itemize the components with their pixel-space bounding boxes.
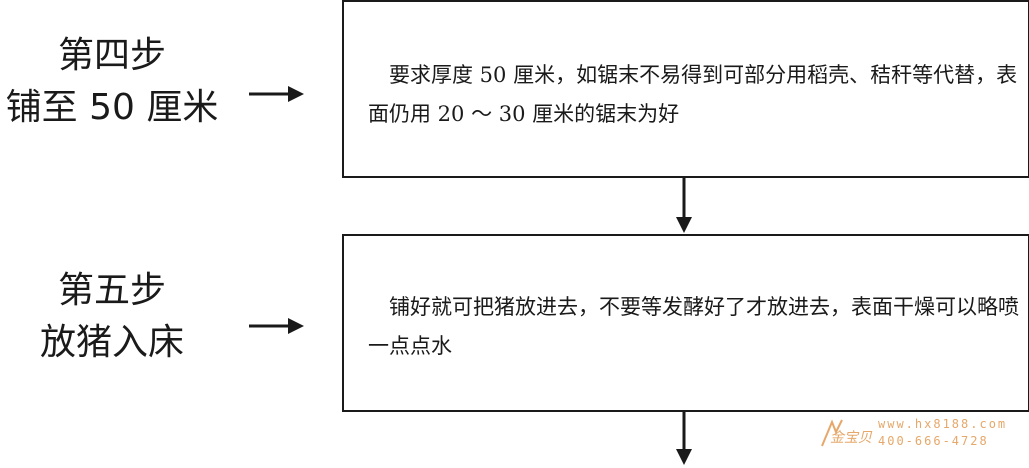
step-4-box — [342, 0, 1029, 178]
step-4-description: 要求厚度 50 厘米，如锯末不易得到可部分用稻壳、秸秆等代替，表面仍用 20 ～… — [368, 63, 1018, 126]
step-4-label: 第四步 铺至 50 厘米 — [0, 30, 224, 134]
watermark: 金宝贝 www.hx8188.com 400-666-4728 — [820, 416, 1020, 450]
step-5-label: 第五步 放猪入床 — [0, 265, 224, 369]
arrow-down-step-4-to-5 — [676, 178, 692, 233]
svg-text:金宝贝: 金宝贝 — [830, 430, 873, 446]
step-4-title: 第四步 — [57, 35, 166, 76]
step-5-box — [342, 234, 1029, 412]
watermark-logo-icon: 金宝贝 — [821, 419, 873, 447]
arrow-down-continue — [676, 412, 692, 465]
watermark-url: www.hx8188.com — [878, 417, 1008, 431]
step-5-title: 第五步 — [57, 270, 166, 311]
step-5-subtitle: 放猪入床 — [39, 322, 184, 363]
step-5-description: 铺好就可把猪放进去，不要等发酵好了才放进去，表面干燥可以略喷一点点水 — [368, 295, 1019, 358]
step-4-subtitle: 铺至 50 厘米 — [5, 87, 219, 128]
arrow-right-step-4 — [249, 86, 304, 102]
watermark-phone: 400-666-4728 — [878, 434, 989, 448]
arrow-right-step-5 — [249, 318, 304, 334]
